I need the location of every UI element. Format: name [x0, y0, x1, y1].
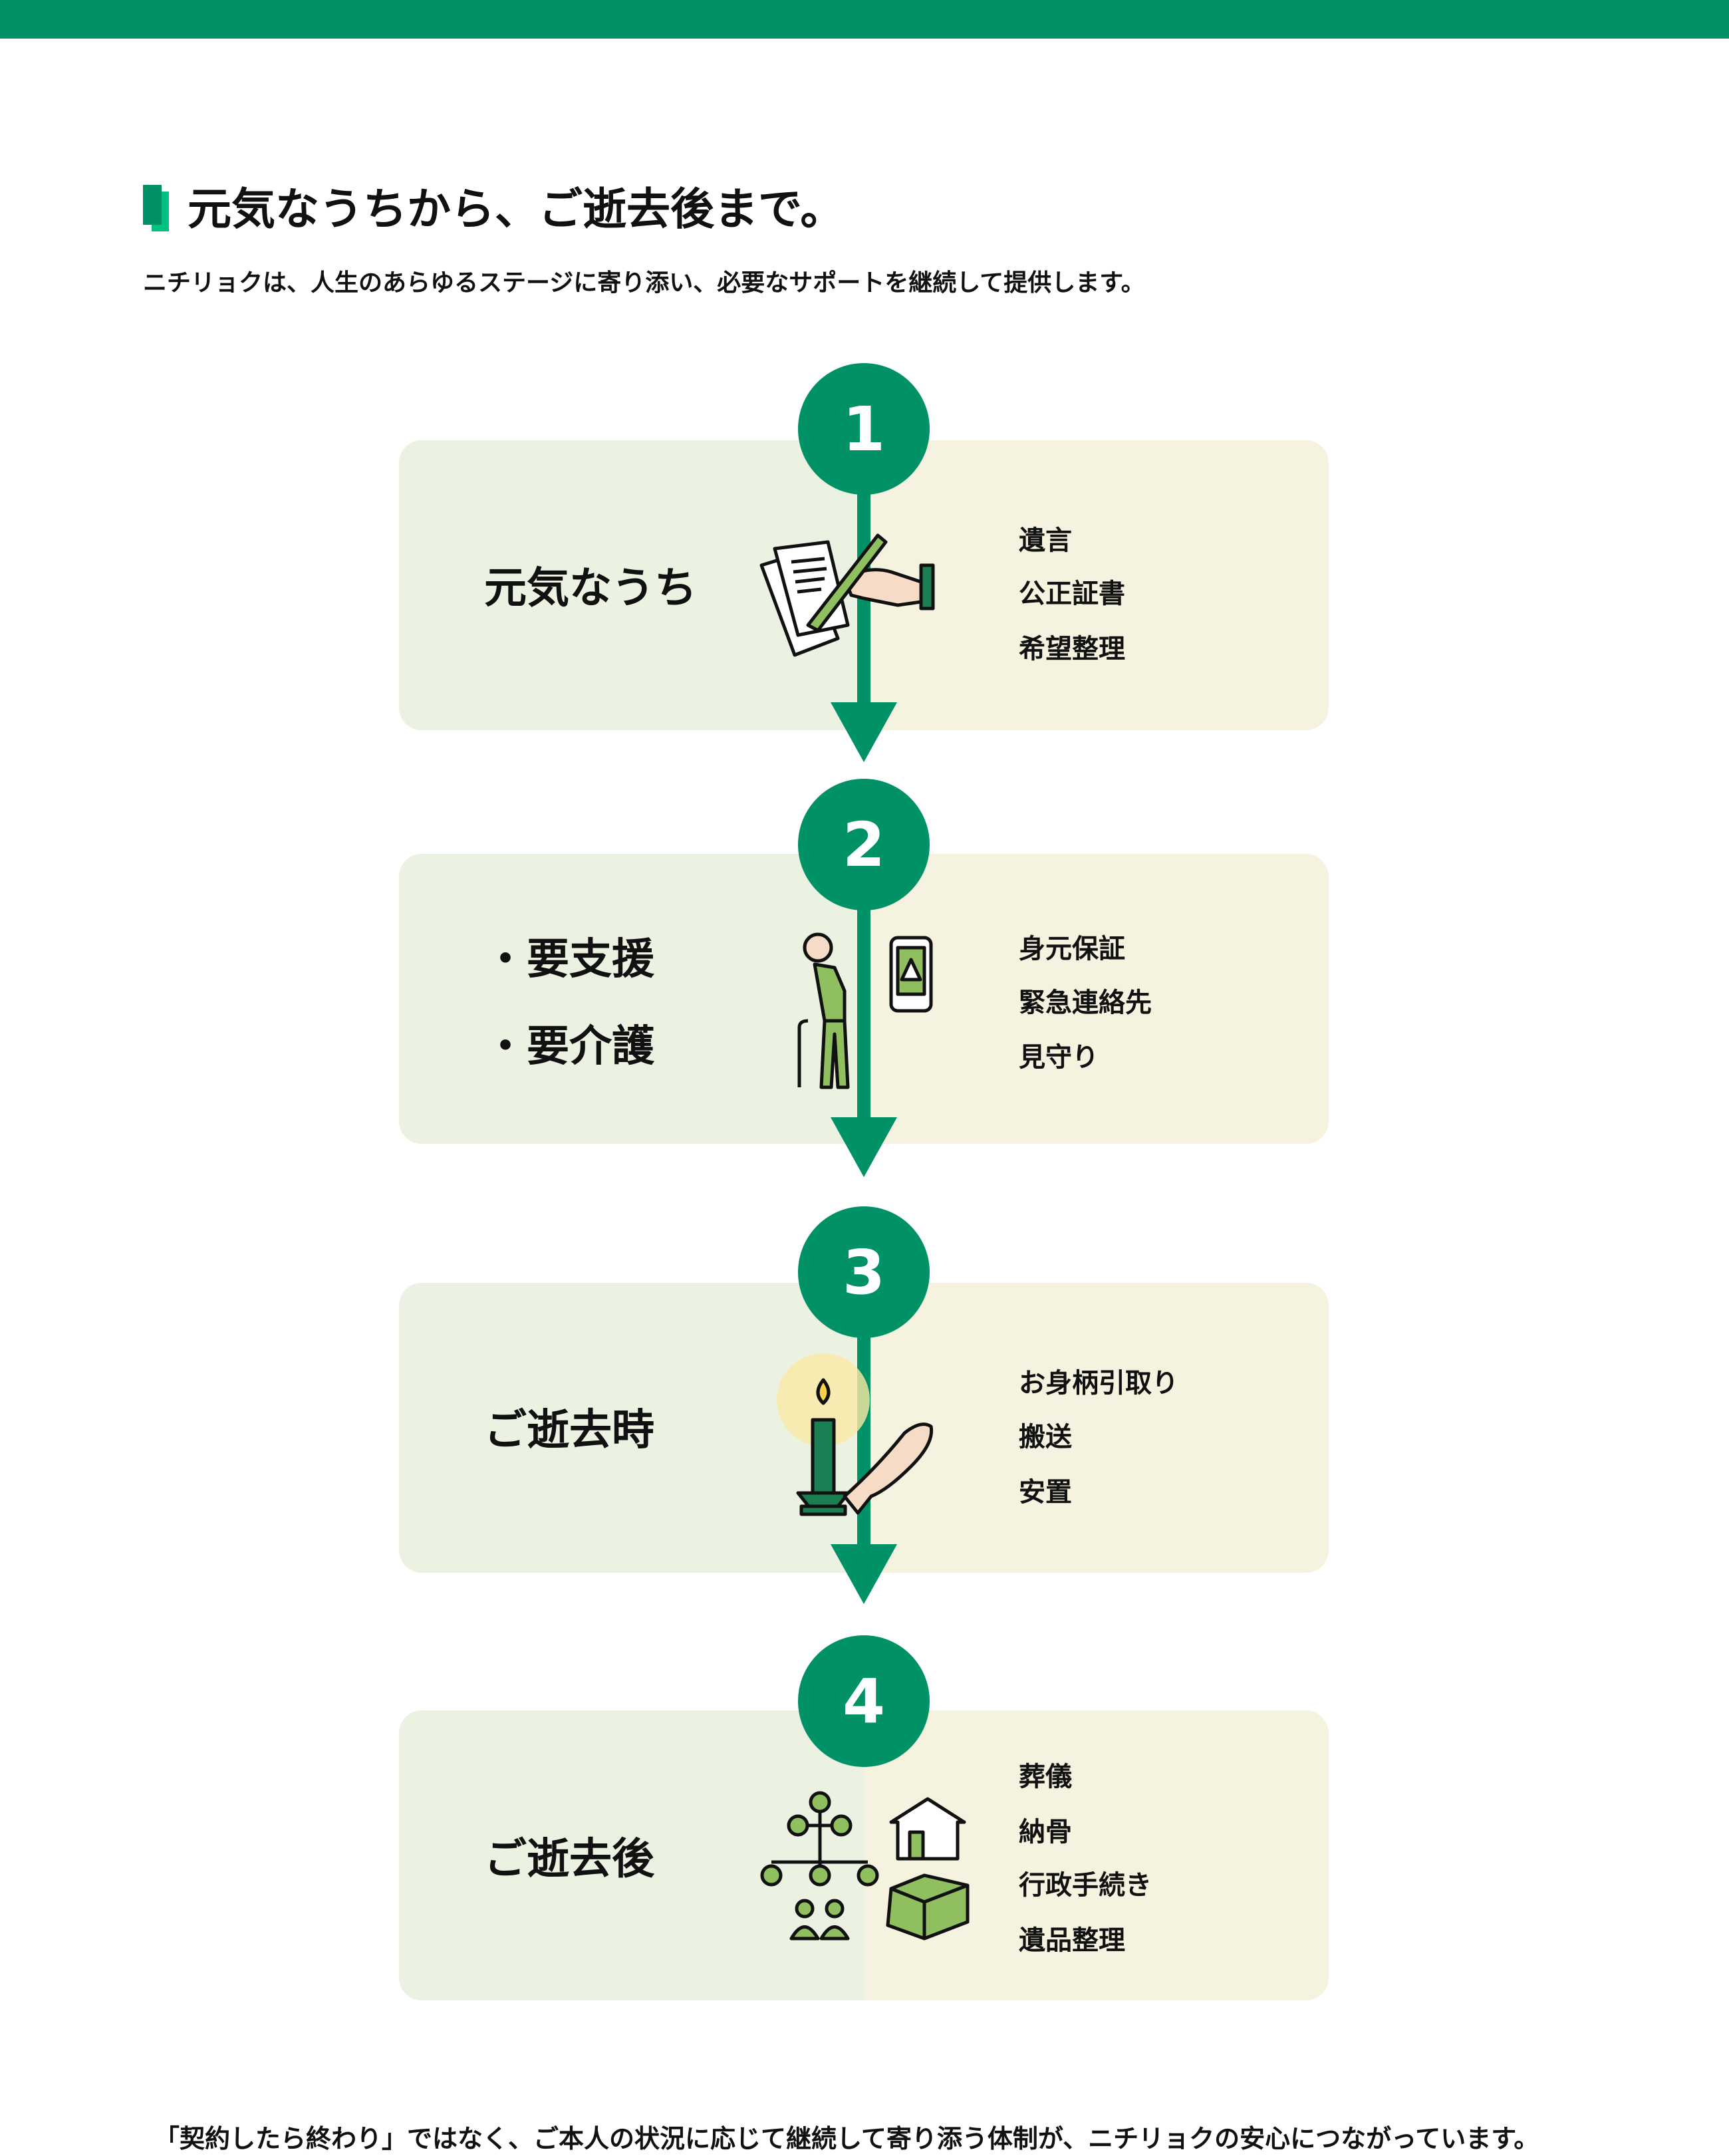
service-item: 希望整理	[1019, 634, 1125, 664]
elderly-phone-alert-icon	[797, 932, 933, 1089]
service-item: お身柄引取り	[1019, 1368, 1178, 1399]
service-item: 遺品整理	[1019, 1925, 1125, 1956]
family-house-box-icon	[760, 1791, 970, 1941]
connector-line	[857, 878, 870, 1131]
arrow-down-icon	[831, 1544, 897, 1604]
service-item: 緊急連絡先	[1019, 988, 1152, 1018]
service-item: 納骨	[1019, 1817, 1072, 1847]
footer-note: 「契約したら終わり」ではなく、ご本人の状況に応じて継続して寄り添う体制が、ニチリ…	[154, 2124, 1539, 2153]
service-item: 身元保証	[1019, 934, 1125, 964]
service-item: 公正証書	[1019, 579, 1125, 609]
service-item: 安置	[1019, 1477, 1072, 1508]
service-item: 見守り	[1019, 1042, 1099, 1073]
heading-mark	[143, 185, 162, 225]
service-item: 葬儀	[1019, 1762, 1072, 1792]
service-item: 遺言	[1019, 525, 1072, 556]
top-bar	[0, 0, 1729, 39]
step-number-4: 4	[798, 1635, 930, 1767]
step-label: ・要支援	[484, 935, 654, 984]
step-label: 元気なうち	[484, 564, 697, 613]
arrow-down-icon	[831, 1117, 897, 1177]
arrow-down-icon	[831, 702, 897, 762]
candle-hands-icon	[777, 1353, 934, 1516]
page-title: 元気なうちから、ご逝去後まで。	[188, 184, 845, 235]
step-number-3: 3	[798, 1206, 930, 1338]
step-label: ・要介護	[484, 1022, 654, 1071]
service-item: 行政手続き	[1019, 1870, 1152, 1901]
step-label: ご逝去時	[484, 1406, 654, 1455]
step-label: ご逝去後	[484, 1835, 654, 1884]
service-item: 搬送	[1019, 1422, 1072, 1452]
writing-will-icon	[759, 533, 935, 657]
step-number-1: 1	[798, 363, 930, 495]
step-number-2: 2	[798, 779, 930, 910]
page-subtitle: ニチリョクは、人生のあらゆるステージに寄り添い、必要なサポートを継続して提供しま…	[143, 269, 1145, 297]
